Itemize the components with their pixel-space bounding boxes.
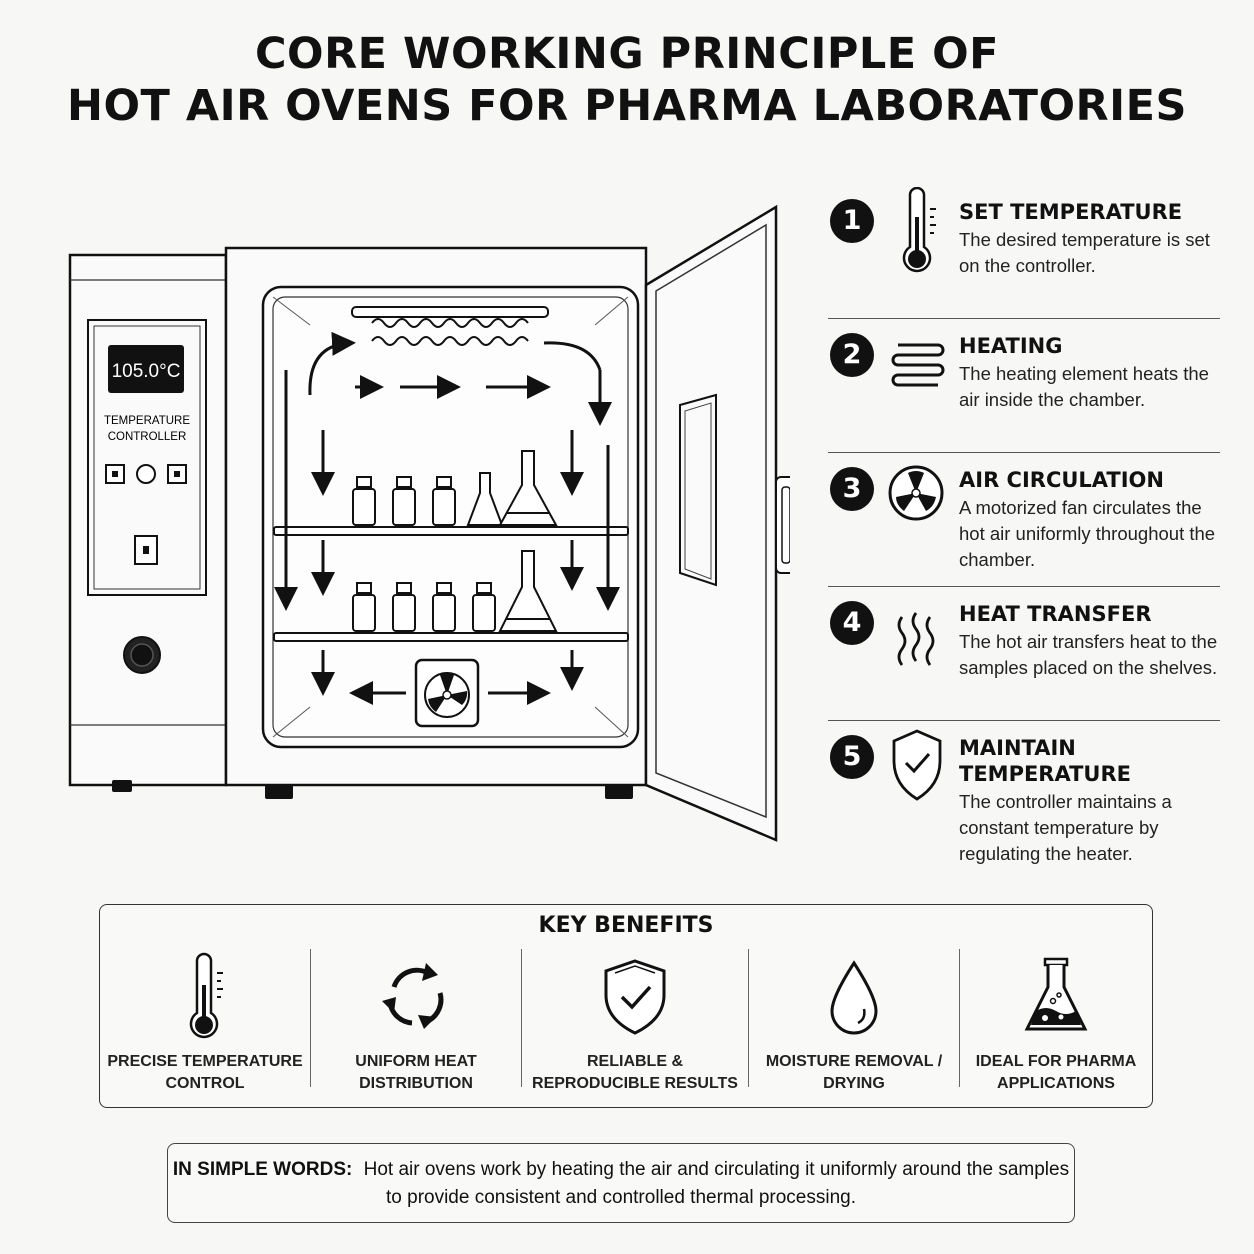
- benefit-precise-temperature: PRECISE TEMPERATURE CONTROL: [100, 949, 310, 1092]
- control-buttons[interactable]: [105, 464, 187, 484]
- step-heading: AIR CIRCULATION: [959, 468, 1164, 492]
- step-air-circulation: 3 AIR CIRCULATION A motorized fan circul…: [828, 453, 1220, 587]
- shelves: [273, 526, 629, 642]
- step-heading: HEAT TRANSFER: [959, 602, 1152, 626]
- benefit-reliable-results: RELIABLE & REPRODUCIBLE RESULTS: [522, 949, 748, 1092]
- samples-bottom-shelf: [352, 550, 558, 632]
- fan-icon: [888, 465, 944, 521]
- controller-label-2: CONTROLLER: [108, 431, 187, 443]
- title-line-1: CORE WORKING PRINCIPLE OF: [254, 29, 1000, 79]
- flask-icon: [1024, 957, 1088, 1031]
- step-number: 5: [830, 735, 874, 779]
- oven-door[interactable]: [644, 204, 790, 842]
- thermometer-icon: [902, 187, 936, 273]
- step-description: The controller maintains a constant temp…: [959, 791, 1172, 864]
- benefit-label: RELIABLE & REPRODUCIBLE RESULTS: [532, 1053, 738, 1092]
- key-benefits-title: KEY BENEFITS: [538, 913, 714, 938]
- steps-list: 1 SET TEMPERATURE The desired temperatur…: [828, 185, 1220, 864]
- step-number: 4: [830, 601, 874, 645]
- title-line-2: HOT AIR OVENS FOR PHARMA LABORATORIES: [66, 81, 1188, 131]
- benefit-pharma-applications: IDEAL FOR PHARMA APPLICATIONS: [960, 949, 1152, 1092]
- benefit-divider: [521, 949, 522, 1087]
- page-title: CORE WORKING PRINCIPLE OF HOT AIR OVENS …: [0, 28, 1254, 132]
- step-description: A motorized fan circulates the hot air u…: [959, 497, 1216, 570]
- key-benefits-panel: KEY BENEFITS PRECISE TEMPERATURE CONTROL: [99, 904, 1153, 1108]
- step-heating: 2 HEATING The heating element heats the …: [828, 319, 1220, 453]
- step-number: 3: [830, 467, 874, 511]
- benefit-label: PRECISE TEMPERATURE CONTROL: [107, 1053, 303, 1092]
- step-number: 2: [830, 333, 874, 377]
- step-heading: HEATING: [959, 334, 1063, 358]
- water-drop-icon: [830, 960, 878, 1035]
- step-description: The hot air transfers heat to the sample…: [959, 631, 1218, 678]
- circulation-fan: [414, 658, 480, 728]
- benefit-label: IDEAL FOR PHARMA APPLICATIONS: [975, 1053, 1137, 1092]
- step-description: The heating element heats the air inside…: [959, 363, 1209, 410]
- power-switch[interactable]: [134, 535, 158, 565]
- benefit-moisture-removal: MOISTURE REMOVAL / DRYING: [749, 949, 959, 1092]
- step-heat-transfer: 4 HEAT TRANSFER The hot air transfers he…: [828, 587, 1220, 721]
- benefit-label: UNIFORM HEAT DISTRIBUTION: [355, 1053, 477, 1092]
- heating-coil: [351, 306, 549, 346]
- step-heading: SET TEMPERATURE: [959, 200, 1183, 224]
- benefit-divider: [310, 949, 311, 1087]
- airflow-arrows: [274, 331, 620, 705]
- shield-check-icon: [604, 959, 666, 1035]
- summary-text: Hot air ovens work by heating the air an…: [363, 1159, 1070, 1208]
- control-panel: 105.0°C TEMPERATURE CONTROLLER: [68, 253, 228, 792]
- benefit-uniform-heat: UNIFORM HEAT DISTRIBUTION: [311, 949, 521, 1092]
- step-maintain-temperature: 5 MAINTAIN TEMPERATURE The controller ma…: [828, 721, 1220, 864]
- shield-check-icon: [892, 729, 942, 801]
- control-knob[interactable]: [123, 636, 161, 674]
- heating-coil-icon: [891, 343, 945, 387]
- summary-label: IN SIMPLE WORDS:: [172, 1159, 353, 1180]
- heat-waves-icon: [897, 612, 935, 666]
- benefit-divider: [959, 949, 960, 1087]
- benefit-divider: [748, 949, 749, 1087]
- step-number: 1: [830, 199, 874, 243]
- samples-top-shelf: [352, 450, 558, 526]
- temperature-display: 105.0°C: [112, 361, 181, 382]
- thermometer-icon: [189, 952, 223, 1039]
- controller-label-1: TEMPERATURE: [104, 415, 190, 427]
- step-heading: MAINTAIN TEMPERATURE: [959, 736, 1131, 786]
- step-description: The desired temperature is set on the co…: [959, 229, 1210, 276]
- recycle-arrows-icon: [382, 963, 444, 1029]
- step-set-temperature: 1 SET TEMPERATURE The desired temperatur…: [828, 185, 1220, 319]
- summary-box: IN SIMPLE WORDS: Hot air ovens work by h…: [167, 1143, 1075, 1223]
- benefit-label: MOISTURE REMOVAL / DRYING: [765, 1053, 943, 1092]
- oven-illustration: 105.0°C TEMPERATURE CONTROLLER: [68, 204, 790, 842]
